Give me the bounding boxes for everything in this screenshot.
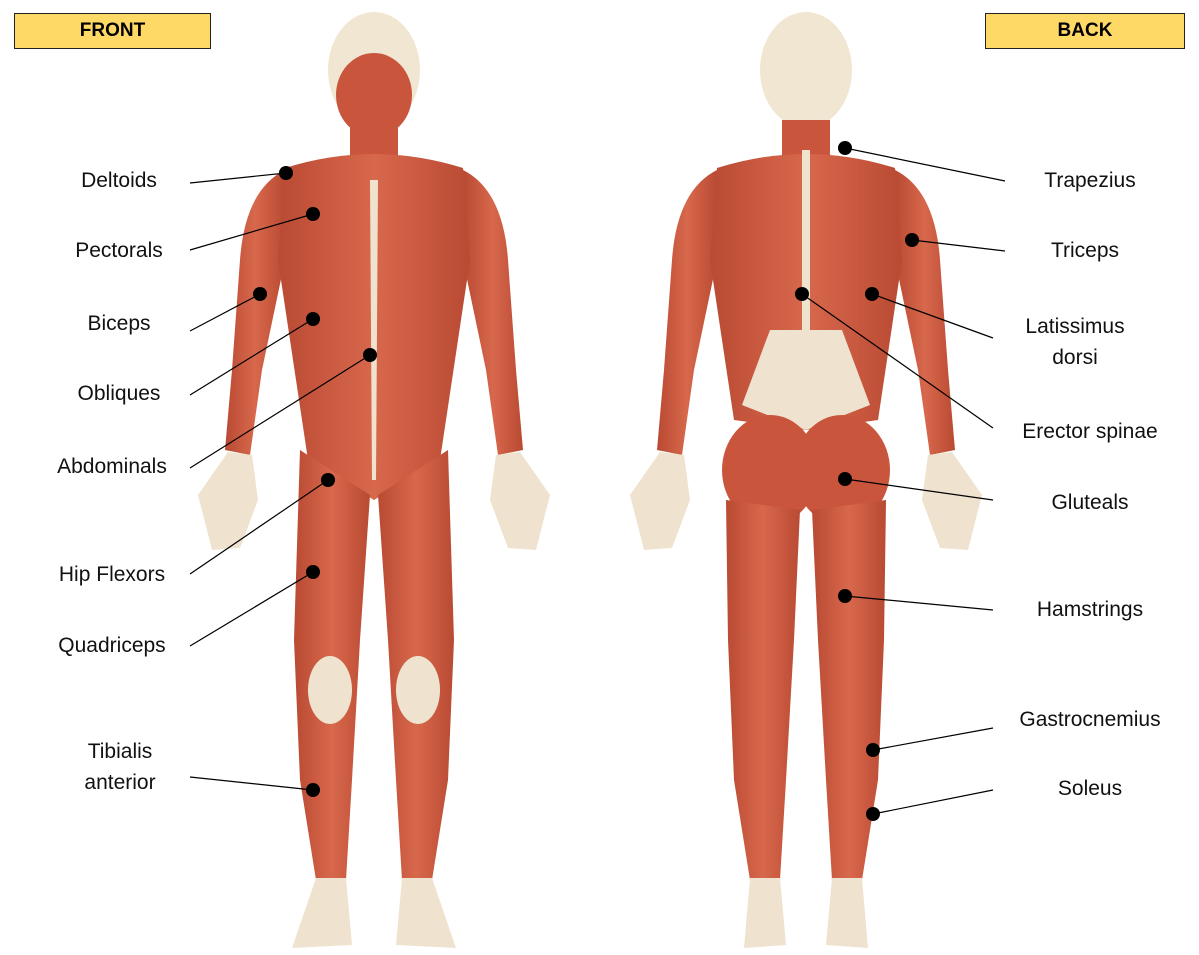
back-left-hand	[630, 452, 690, 550]
front-figure	[198, 12, 550, 948]
marker-dot-pectorals	[306, 207, 320, 221]
marker-dot-abdominals	[363, 348, 377, 362]
marker-dot-obliques	[306, 312, 320, 326]
marker-dot-triceps	[905, 233, 919, 247]
back-left-foot	[744, 878, 786, 948]
label-obliques: Obliques	[44, 378, 194, 409]
front-left-knee	[308, 656, 352, 724]
label-quadriceps: Quadriceps	[37, 630, 187, 661]
leader-line-gastrocnemius	[873, 728, 993, 750]
label-trapezius: Trapezius	[1015, 165, 1165, 196]
label-latissimus-dorsi: Latissimus dorsi	[1020, 311, 1130, 373]
back-head	[760, 12, 852, 128]
back-figure	[630, 12, 982, 948]
marker-dot-hamstrings	[838, 589, 852, 603]
marker-dot-quadriceps	[306, 565, 320, 579]
front-header: FRONT	[14, 13, 211, 49]
marker-dot-latissimus-dorsi	[865, 287, 879, 301]
marker-dot-soleus	[866, 807, 880, 821]
marker-dot-gastrocnemius	[866, 743, 880, 757]
marker-dot-erector-spinae	[795, 287, 809, 301]
marker-dot-hip-flexors	[321, 473, 335, 487]
label-biceps: Biceps	[44, 308, 194, 339]
label-pectorals: Pectorals	[44, 235, 194, 266]
front-right-hand	[490, 452, 550, 550]
back-right-leg	[812, 500, 886, 880]
front-left-arm	[225, 170, 285, 455]
label-hamstrings: Hamstrings	[1000, 594, 1180, 625]
marker-dot-tibialis-anterior	[306, 783, 320, 797]
back-left-leg	[726, 500, 800, 880]
back-left-arm	[657, 170, 717, 455]
marker-dot-deltoids	[279, 166, 293, 180]
label-erector-spinae: Erector spinae	[1000, 416, 1180, 447]
label-tibialis-anterior: Tibialis anterior	[60, 736, 180, 798]
label-gastrocnemius: Gastrocnemius	[1000, 704, 1180, 735]
back-right-arm	[895, 170, 955, 455]
back-header: BACK	[985, 13, 1185, 49]
front-right-arm	[463, 170, 523, 455]
back-spine	[802, 150, 810, 400]
marker-dot-gluteals	[838, 472, 852, 486]
back-right-foot	[826, 878, 868, 948]
front-left-hand	[198, 452, 258, 550]
back-right-hand	[922, 452, 982, 550]
front-right-foot	[396, 878, 456, 948]
front-face	[336, 53, 412, 137]
front-left-foot	[292, 878, 352, 948]
leader-line-tibialis-anterior	[190, 777, 313, 790]
label-gluteals: Gluteals	[1000, 487, 1180, 518]
label-abdominals: Abdominals	[37, 451, 187, 482]
leader-line-soleus	[873, 790, 993, 814]
label-soleus: Soleus	[1000, 773, 1180, 804]
marker-dot-trapezius	[838, 141, 852, 155]
front-right-knee	[396, 656, 440, 724]
label-triceps: Triceps	[1010, 235, 1160, 266]
label-deltoids: Deltoids	[44, 165, 194, 196]
marker-dot-biceps	[253, 287, 267, 301]
label-hip-flexors: Hip Flexors	[37, 559, 187, 590]
